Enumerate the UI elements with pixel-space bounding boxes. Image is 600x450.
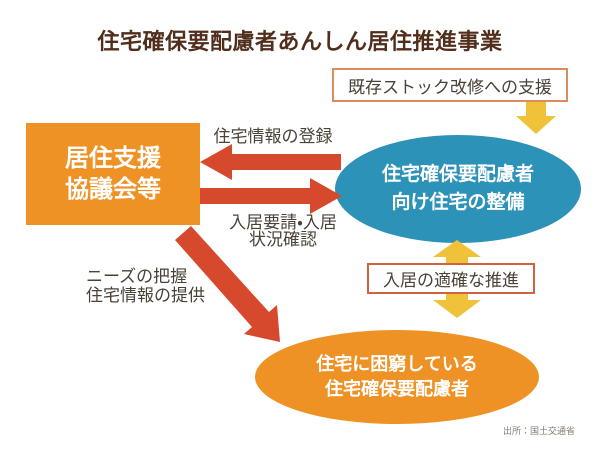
needy-people-label: 住宅に困窮している 住宅確保要配慮者 — [316, 352, 477, 402]
council-box: 居住支援 協議会等 — [26, 123, 200, 225]
registration-edge-label: 住宅情報の登録 — [213, 127, 333, 147]
housing-development-line1: 住宅確保要配慮者 — [381, 163, 534, 186]
council-label-line1: 居住支援 — [65, 143, 161, 172]
council-label-line2: 協議会等 — [65, 175, 161, 203]
needy-people-line2: 住宅確保要配慮者 — [325, 379, 469, 400]
council-box-label: 居住支援 協議会等 — [65, 143, 161, 205]
stock-renovation-support-label: 既存ストック改修への支援 — [348, 77, 552, 98]
housing-development-ellipse: 住宅確保要配慮者 向け住宅の整備 — [335, 135, 581, 243]
occupancy-promotion-label: 入居の適確な推進 — [383, 271, 519, 291]
source-caption: 出所：国土交通省 — [502, 427, 575, 437]
needy-people-line1: 住宅に困窮している — [316, 353, 478, 375]
housing-development-label: 住宅確保要配慮者 向け住宅の整備 — [382, 161, 534, 216]
needy-people-ellipse: 住宅に困窮している 住宅確保要配慮者 — [255, 330, 539, 424]
down-arrow-icon — [516, 101, 556, 134]
left-arrow-icon — [200, 144, 341, 180]
needs-edge-label: ニーズの把握 住宅情報の提供 — [86, 267, 205, 307]
right-arrow-icon — [200, 178, 342, 214]
movein-edge-label-line2: 状況確認 — [249, 230, 317, 250]
occupancy-promotion-box: 入居の適確な推進 — [367, 263, 535, 294]
movein-edge-label: 入居要請・入居 状況確認 — [208, 215, 358, 249]
stock-renovation-support-box: 既存ストック改修への支援 — [332, 68, 568, 102]
page-title: 住宅確保要配慮者あんしん居住推進事業 — [97, 30, 503, 55]
housing-development-line2: 向け住宅の整備 — [391, 191, 525, 213]
needs-edge-label-line2: 住宅情報の提供 — [86, 286, 205, 307]
needs-edge-label-line1: ニーズの把握 — [86, 267, 188, 287]
